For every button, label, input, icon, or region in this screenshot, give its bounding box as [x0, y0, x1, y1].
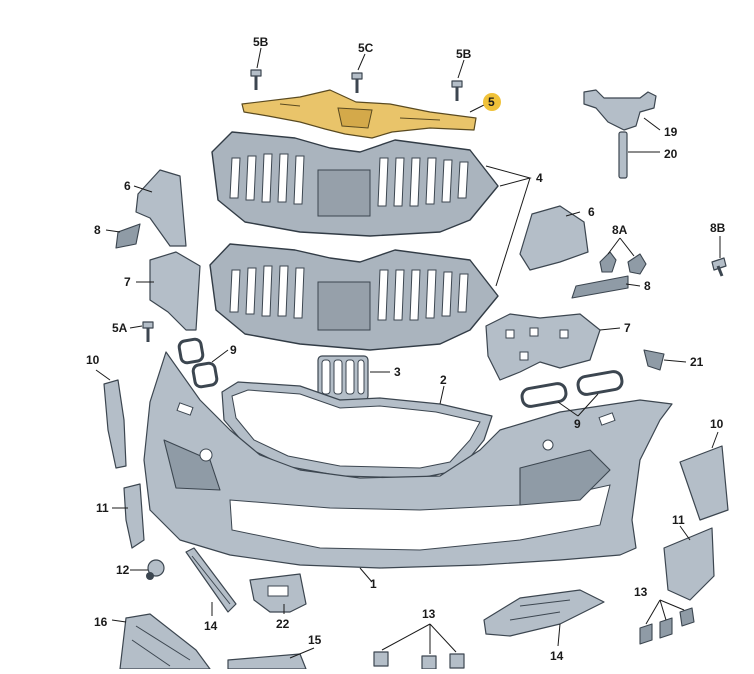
bumper-part-1	[143, 351, 673, 569]
label-15: 15	[308, 633, 322, 647]
label-3: 3	[394, 365, 401, 379]
label-22: 22	[276, 617, 290, 631]
bracket-part-10-right	[679, 445, 729, 521]
label-8b: 8B	[710, 221, 726, 235]
grille-part-16	[119, 613, 211, 670]
label-8-left: 8	[94, 223, 101, 237]
leader-lines	[95, 47, 721, 659]
label-5a: 5A	[112, 321, 128, 335]
label-7-left: 7	[124, 275, 131, 289]
label-9-right: 9	[574, 417, 581, 431]
bracket-part-11-right	[663, 527, 715, 601]
label-12: 12	[116, 563, 130, 577]
label-10-right: 10	[710, 417, 724, 431]
label-1: 1	[370, 577, 377, 591]
clips-part-8a	[599, 251, 647, 275]
frame-part-9-left	[177, 337, 219, 389]
screw-part-8b	[711, 257, 727, 277]
grille-surround-part-2	[221, 381, 493, 479]
label-6-left: 6	[124, 179, 131, 193]
bracket-part-22	[249, 573, 307, 613]
bracket-part-11-left	[123, 483, 145, 549]
label-8a: 8A	[612, 223, 628, 237]
label-10-left: 10	[86, 353, 100, 367]
label-11-right: 11	[672, 513, 685, 527]
sensor-holder-part-19	[583, 89, 657, 131]
trim-part-14-right	[483, 589, 605, 637]
label-21: 21	[690, 355, 704, 369]
label-5b-right: 5B	[456, 47, 472, 61]
sensor-part-20	[618, 131, 628, 179]
clips-part-13-right	[639, 607, 695, 645]
insert-part-3	[317, 355, 369, 401]
label-5b-left: 5B	[253, 35, 269, 49]
grille-lower-part-4	[209, 243, 499, 351]
label-13-right: 13	[634, 585, 648, 599]
bracket-part-6-left	[135, 169, 187, 247]
clips-part-13-mid	[373, 651, 465, 670]
label-13-mid: 13	[422, 607, 436, 621]
label-11-left: 11	[96, 501, 109, 515]
label-9-left: 9	[230, 343, 237, 357]
label-7-right: 7	[624, 321, 631, 335]
screw-5b-left	[250, 69, 262, 90]
bracket-part-10-left	[103, 379, 127, 469]
label-5c: 5C	[358, 41, 374, 55]
screw-part-5a	[142, 321, 154, 342]
clip-part-8-right	[571, 275, 629, 299]
label-20: 20	[664, 147, 678, 161]
bracket-part-7-right	[485, 313, 601, 381]
screw-5b-right	[451, 80, 463, 101]
part-5-badge	[483, 93, 501, 111]
screw-5c	[351, 72, 363, 93]
label-16: 16	[94, 615, 108, 629]
plug-part-12	[146, 559, 165, 580]
trim-part-14-left	[185, 547, 237, 613]
label-14-left: 14	[204, 619, 218, 633]
frame-part-9-right	[520, 370, 624, 408]
label-4: 4	[536, 171, 543, 185]
grille-upper-part-4	[211, 131, 499, 237]
cover-part-21	[643, 349, 665, 371]
callout-labels: 5B 5C 5B 5 4 6 8 7 5A 9 3 2 6 8A 8B 8 7 …	[86, 35, 726, 663]
label-5: 5	[488, 95, 495, 109]
clip-part-8-left	[115, 223, 141, 249]
label-19: 19	[664, 125, 678, 139]
label-2: 2	[440, 373, 447, 387]
carrier-part-5	[241, 89, 477, 139]
bracket-part-7-left	[149, 251, 201, 331]
label-6-right: 6	[588, 205, 595, 219]
label-8-right: 8	[644, 279, 651, 293]
label-14-right: 14	[550, 649, 564, 663]
bracket-part-6-right	[519, 205, 589, 271]
